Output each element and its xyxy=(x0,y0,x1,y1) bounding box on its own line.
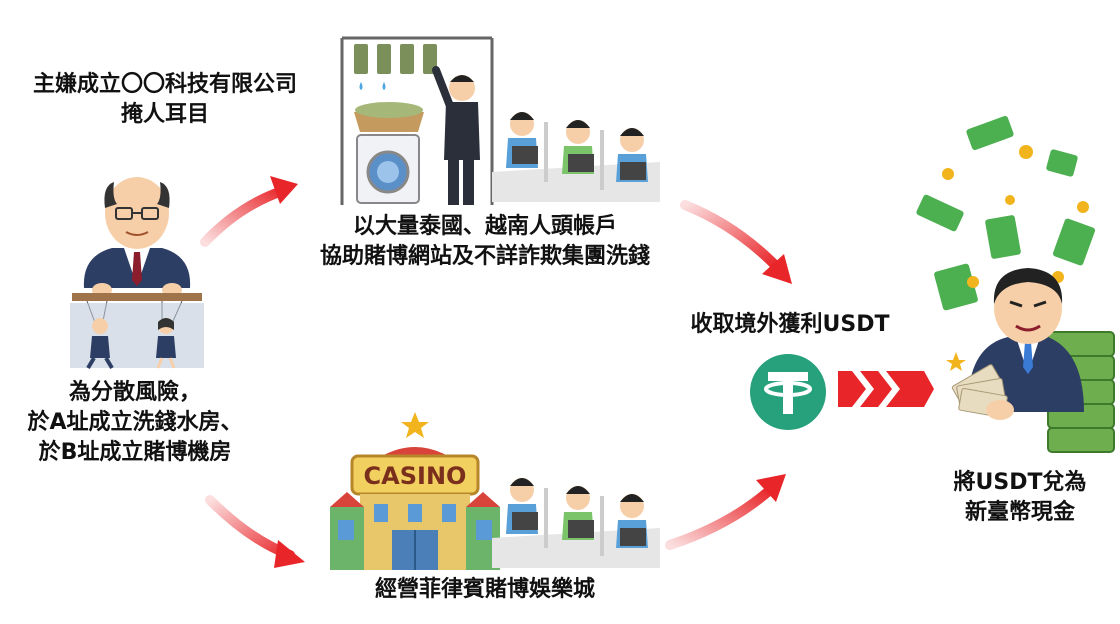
risk-label: 為分散風險， 於A址成立洗錢水房、 於B址成立賭博機房 xyxy=(0,378,270,468)
casino-operation-label: 經營菲律賓賭博娛樂城 xyxy=(325,575,645,605)
shell-company-line1: 主嫌成立〇〇科技有限公司 xyxy=(32,72,297,97)
laundering-label: 以大量泰國、越南人頭帳戶 協助賭博網站及不詳詐欺集團洗錢 xyxy=(285,212,685,272)
risk-line1: 為分散風險， xyxy=(68,380,201,405)
shell-company-label: 主嫌成立〇〇科技有限公司 掩人耳目 xyxy=(0,70,330,130)
exchange-line2: 新臺幣現金 xyxy=(964,500,1075,525)
laundering-line2: 協助賭博網站及不詳詐欺集團洗錢 xyxy=(319,244,650,269)
casino-operation-text: 經營菲律賓賭博娛樂城 xyxy=(374,577,595,602)
usdt-profit-text: 收取境外獲利USDT xyxy=(690,312,890,337)
hanging-bills xyxy=(354,44,437,74)
worker-5 xyxy=(562,486,594,540)
risk-line2: 於A址成立洗錢水房、 xyxy=(27,410,243,435)
rich-man-money-illustration xyxy=(916,115,1115,453)
usdt-profit-label: 收取境外獲利USDT xyxy=(640,310,940,340)
laundering-line1: 以大量泰國、越南人頭帳戶 xyxy=(352,214,617,239)
worker-2 xyxy=(562,120,594,174)
exchange-line1: 將USDT兌為 xyxy=(953,470,1087,495)
shell-company-line2: 掩人耳目 xyxy=(120,102,209,127)
workers-desk-illustration-top xyxy=(492,112,660,202)
boss-puppeteer-illustration xyxy=(70,177,204,370)
chevrons-icon xyxy=(838,371,934,407)
exchange-label: 將USDT兌為 新臺幣現金 xyxy=(930,468,1110,528)
arrow-laundering-to-usdt xyxy=(680,200,792,284)
worker-6 xyxy=(616,494,648,548)
workers-desk-illustration-bottom xyxy=(492,478,660,568)
worker-1 xyxy=(506,112,538,168)
risk-line3: 於B址成立賭博機房 xyxy=(38,440,232,465)
casino-sign-text: CASINO xyxy=(364,462,467,490)
arrow-casino-to-usdt xyxy=(665,474,786,550)
tether-usdt-icon xyxy=(750,354,826,430)
casino-building-illustration: CASINO xyxy=(330,412,500,570)
worker-3 xyxy=(616,128,648,182)
flying-bills xyxy=(916,115,1096,311)
arrow-boss-to-laundering xyxy=(200,176,298,247)
worker-4 xyxy=(506,478,538,534)
casino-star xyxy=(401,412,429,438)
arrow-risk-to-casino xyxy=(205,495,305,568)
laundering-illustration xyxy=(340,36,494,205)
